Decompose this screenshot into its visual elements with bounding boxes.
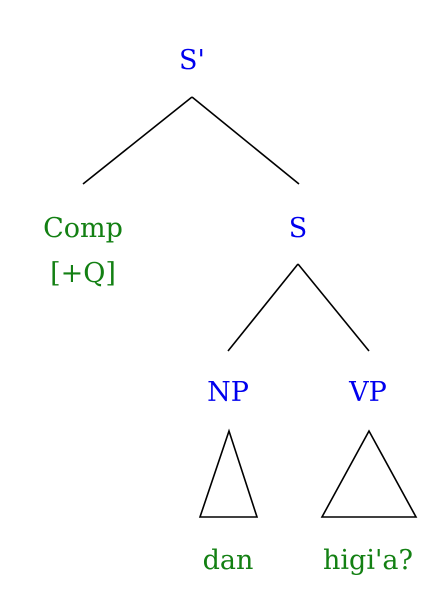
triangle-np [198,428,259,518]
edge-s-vp [297,263,370,352]
edge-s-np [227,263,299,352]
edge-sbar-comp [82,96,193,185]
node-np-word: dan [203,545,254,576]
node-comp: Comp [43,213,123,244]
node-np: NP [207,377,249,408]
node-vp-word: higi'a? [323,545,413,576]
node-vp: VP [348,377,387,408]
edge-sbar-s [191,96,300,185]
node-s-bar: S' [179,45,205,76]
triangle-vp [320,429,418,518]
node-s: S [289,213,308,244]
node-comp-feature: [+Q] [50,258,116,289]
